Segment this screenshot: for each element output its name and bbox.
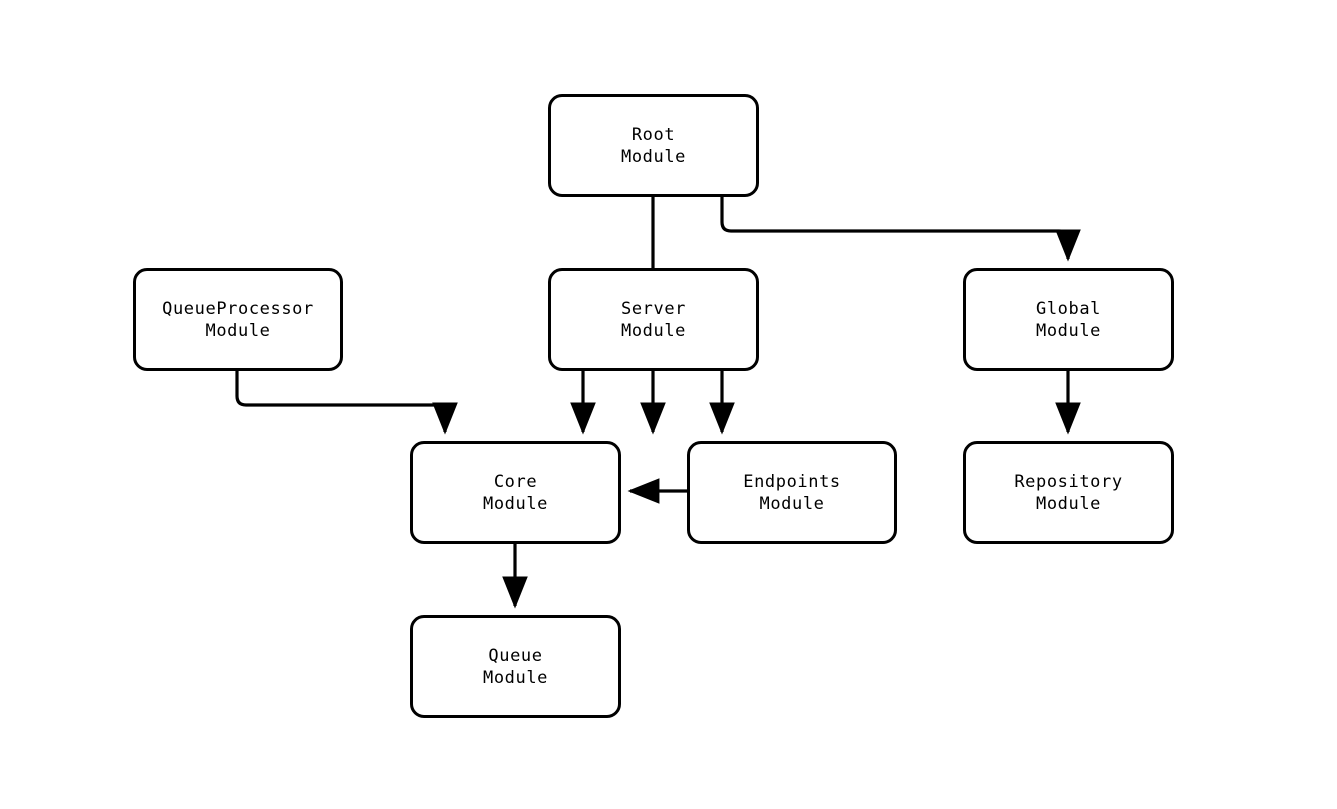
- node-queue[interactable]: Queue Module: [410, 615, 621, 718]
- node-queueprocessor-suffix: Module: [205, 320, 271, 341]
- node-endpoints[interactable]: Endpoints Module: [687, 441, 897, 544]
- node-server[interactable]: Server Module: [548, 268, 759, 371]
- node-global[interactable]: Global Module: [963, 268, 1174, 371]
- node-root-name: Root: [631, 124, 676, 145]
- node-global-name: Global: [1035, 298, 1101, 319]
- node-core[interactable]: Core Module: [410, 441, 621, 544]
- node-repository-suffix: Module: [1035, 493, 1101, 514]
- node-global-suffix: Module: [1035, 320, 1101, 341]
- node-root-suffix: Module: [620, 146, 686, 167]
- node-queueprocessor[interactable]: QueueProcessor Module: [133, 268, 343, 371]
- node-server-name: Server: [620, 298, 686, 319]
- node-repository-name: Repository: [1014, 471, 1123, 492]
- node-queue-name: Queue: [488, 645, 543, 666]
- node-queueprocessor-name: QueueProcessor: [162, 298, 314, 319]
- node-core-name: Core: [493, 471, 538, 492]
- edge-queueprocessor-to-core: [235, 371, 458, 435]
- node-endpoints-suffix: Module: [759, 493, 825, 514]
- node-root[interactable]: Root Module: [548, 94, 759, 197]
- node-server-suffix: Module: [620, 320, 686, 341]
- node-core-suffix: Module: [482, 493, 548, 514]
- node-endpoints-name: Endpoints: [743, 471, 841, 492]
- node-repository[interactable]: Repository Module: [963, 441, 1174, 544]
- edge-root-to-global: [720, 197, 1081, 262]
- node-queue-suffix: Module: [482, 667, 548, 688]
